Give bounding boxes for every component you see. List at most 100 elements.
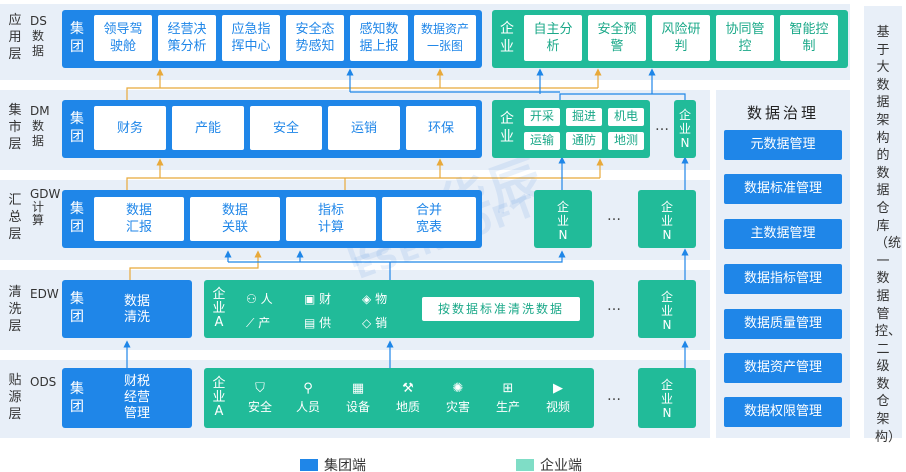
enterprise-n-label: 企业N bbox=[678, 108, 691, 150]
gdw-group-panel: 集团 数据汇报 数据关联 指标计算 合并宽表 bbox=[62, 190, 482, 248]
enterprise-n-label: 企业N bbox=[556, 200, 569, 242]
dm-group-panel: 集团 财务 产能 安全 运销 环保 bbox=[62, 100, 482, 158]
ds-group-item: 数据资产一张图 bbox=[414, 15, 476, 61]
edw-item: ▣ 财 bbox=[304, 290, 331, 307]
ds-group-item: 领导驾驶舱 bbox=[94, 15, 152, 61]
ds-group-item: 经营决策分析 bbox=[158, 15, 216, 61]
gdw-group-item: 数据关联 bbox=[190, 197, 280, 241]
ods-item-label: 生产 bbox=[495, 400, 520, 414]
group-title: 集团 bbox=[70, 111, 84, 145]
edw-item-label: 供 bbox=[319, 316, 332, 330]
ds-enterprise-item: 自主分析 bbox=[524, 15, 582, 61]
edw-group-panel: 集团 数据清洗 bbox=[62, 280, 192, 338]
edw-item-label: 产 bbox=[258, 316, 271, 330]
ods-enterprise-n: 企业N bbox=[638, 368, 696, 428]
ellipsis: … bbox=[607, 298, 621, 314]
dm-enterprise-item: 通防 bbox=[566, 132, 602, 150]
ods-group-panel: 集团 财税经营管理 bbox=[62, 368, 192, 428]
enterprise-n-label: 企业N bbox=[660, 200, 673, 242]
gdw-enterprise-n: 企业N bbox=[638, 190, 696, 248]
ds-enterprise-panel: 企业 自主分析 安全预警 风险研判 协同管控 智能控制 bbox=[492, 10, 848, 68]
legend-group: 集团端 bbox=[300, 455, 366, 472]
disaster-icon: ✺ bbox=[452, 381, 464, 396]
enterprise-n-label: 企业N bbox=[660, 378, 673, 420]
ds-group-item: 感知数据上报 bbox=[350, 15, 408, 61]
shield-icon: ⛉ bbox=[255, 381, 265, 396]
gdw-group-item: 合并宽表 bbox=[382, 197, 476, 241]
layer-cn: 贴源层 bbox=[8, 373, 22, 422]
ds-group-panel: 集团 领导驾驶舱 经营决策分析 应急指挥中心 安全态势感知 感知数据上报 数据资… bbox=[62, 10, 482, 68]
legend-enterprise: 企业端 bbox=[516, 455, 582, 472]
ods-item: ▶ 视频 bbox=[538, 380, 578, 415]
ellipsis: … bbox=[607, 208, 621, 224]
ods-group-item: 财税经营管理 bbox=[124, 374, 151, 421]
finance-icon: ▣ bbox=[304, 292, 316, 306]
group-title: 集团 bbox=[70, 291, 84, 325]
dm-group-item: 运销 bbox=[328, 106, 400, 150]
legend-label: 集团端 bbox=[324, 458, 366, 472]
ds-enterprise-item: 安全预警 bbox=[588, 15, 646, 61]
governance-item: 数据标准管理 bbox=[724, 174, 842, 204]
ods-item: ✺ 灾害 bbox=[438, 380, 478, 415]
edw-item-label: 财 bbox=[319, 292, 332, 306]
legend-swatch-enterprise bbox=[516, 459, 534, 471]
video-icon: ▶ bbox=[553, 381, 563, 396]
dm-group-item: 产能 bbox=[172, 106, 244, 150]
dm-group-item: 财务 bbox=[94, 106, 166, 150]
ds-enterprise-item: 协同管控 bbox=[716, 15, 774, 61]
ods-item-label: 灾害 bbox=[445, 400, 470, 414]
gdw-enterprise-1: 企业N bbox=[534, 190, 592, 248]
enterprise-title: 企业 bbox=[500, 111, 514, 145]
governance-item: 数据资产管理 bbox=[724, 353, 842, 383]
dm-enterprise-item: 运输 bbox=[524, 132, 560, 150]
edw-item: ▤ 供 bbox=[304, 314, 331, 331]
box-icon: ◈ bbox=[362, 292, 372, 306]
group-title: 集团 bbox=[70, 21, 84, 55]
chart-icon: ⟋ bbox=[246, 316, 255, 330]
ods-item: ⚒地质 bbox=[388, 380, 428, 415]
layer-cn: 汇总层 bbox=[8, 193, 22, 242]
ods-item-label: 人员 bbox=[295, 400, 320, 414]
enterprise-title: 企业 bbox=[500, 21, 514, 55]
governance-title: 数据治理 bbox=[746, 104, 819, 122]
ods-enterprise-panel: 企业A ⛉安全 ⚲人员 ▦设备 ⚒地质 ✺灾害 ⊞生产 ▶视频 bbox=[204, 368, 594, 428]
ds-enterprise-item: 风险研判 bbox=[652, 15, 710, 61]
dm-enterprise-item: 地测 bbox=[608, 132, 644, 150]
layer-en: DS数据 bbox=[30, 14, 47, 58]
edw-item: ◈ 物 bbox=[362, 290, 387, 307]
dm-enterprise-panel: 企业 开采 掘进 机电 运输 通防 地测 bbox=[492, 100, 650, 158]
edw-item: ⚇ 人 bbox=[246, 290, 273, 307]
governance-panel: 数据治理 元数据管理 数据标准管理 主数据管理 数据指标管理 数据质量管理 数据… bbox=[716, 90, 850, 438]
production-icon: ⊞ bbox=[502, 381, 514, 396]
edw-item: ⟋ 产 bbox=[246, 314, 270, 331]
legend-swatch-group bbox=[300, 459, 318, 471]
ods-item: ⛉ 安全 bbox=[240, 380, 280, 415]
ods-item: ⚲ 人员 bbox=[288, 380, 328, 415]
ods-item: ⊞ 生产 bbox=[488, 380, 528, 415]
enterprise-n-label: 企业N bbox=[660, 290, 673, 332]
layer-cn: 应用层 bbox=[8, 13, 22, 62]
ellipsis: … bbox=[655, 118, 669, 134]
side-title: 基于大数据架构的数据仓库（统一数据管控、二级数仓架构） bbox=[875, 25, 902, 445]
group-title: 集团 bbox=[70, 201, 84, 235]
ods-item-label: 设备 bbox=[345, 400, 370, 414]
supply-icon: ▤ bbox=[304, 316, 316, 330]
ds-enterprise-item: 智能控制 bbox=[780, 15, 838, 61]
layer-en: DM数据 bbox=[30, 104, 50, 148]
ods-item-label: 视频 bbox=[545, 400, 570, 414]
edw-enterprise-n: 企业N bbox=[638, 280, 696, 338]
ods-item: ▦ 设备 bbox=[338, 380, 378, 415]
side-title-panel: 基于大数据架构的数据仓库（统一数据管控、二级数仓架构） bbox=[864, 6, 902, 445]
ellipsis: … bbox=[607, 388, 621, 404]
governance-item: 数据质量管理 bbox=[724, 309, 842, 339]
device-icon: ▦ bbox=[351, 381, 365, 396]
dm-enterprise-n: 企业N bbox=[674, 100, 696, 158]
layer-cn: 清洗层 bbox=[8, 285, 22, 334]
edw-item-label: 销 bbox=[375, 316, 388, 330]
person-icon: ⚇ bbox=[246, 292, 257, 306]
governance-item: 数据权限管理 bbox=[724, 397, 842, 427]
ods-item-label: 安全 bbox=[247, 400, 272, 414]
user-icon: ⚲ bbox=[303, 381, 313, 396]
enterprise-a-label: 企业A bbox=[212, 287, 226, 330]
